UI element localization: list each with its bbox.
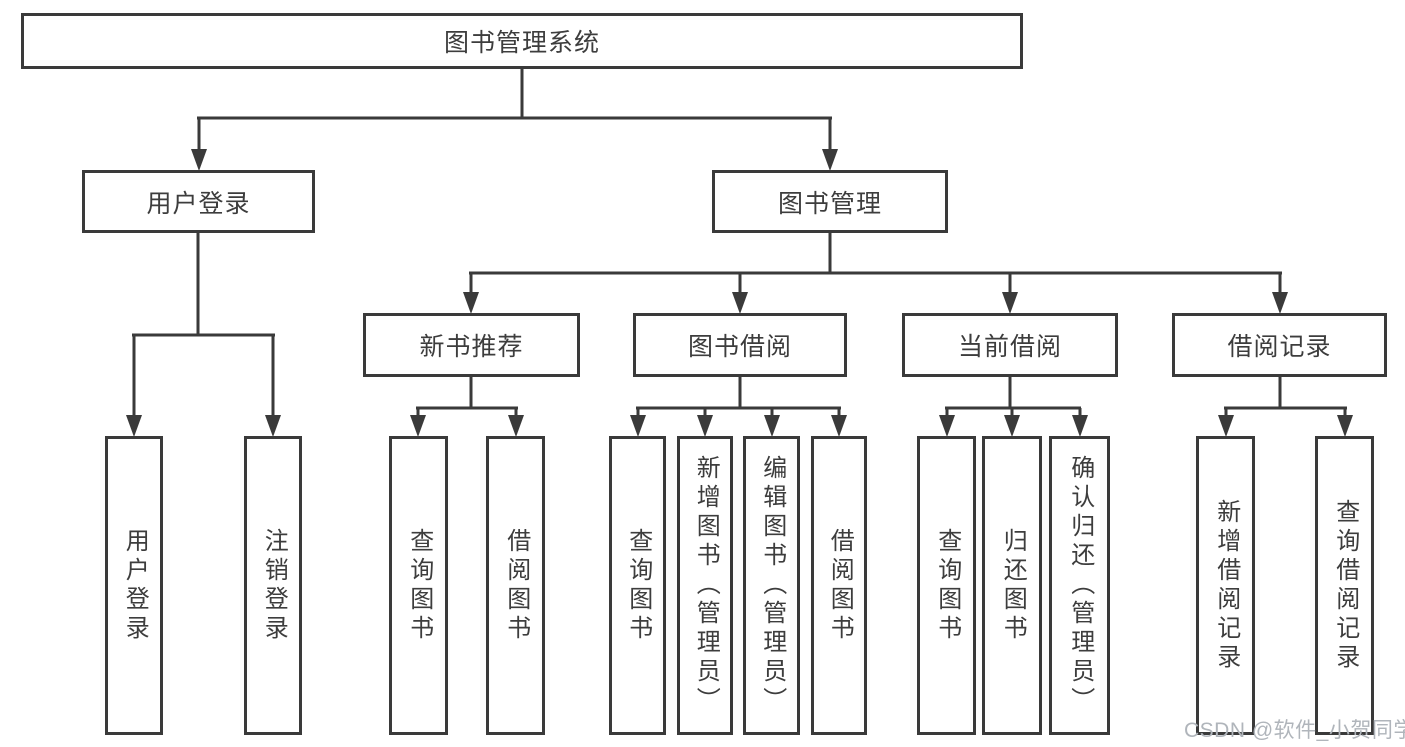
leaf-record-query-record: 查询借阅记录 [1315, 436, 1374, 735]
leaf-label: 查询图书 [624, 527, 652, 644]
connector-book-management-to-level3 [463, 233, 1288, 314]
connector-borrowing-records-to-leaves [1218, 377, 1353, 437]
leaf-label: 用户登录 [121, 527, 149, 644]
leaf-label: 借阅图书 [502, 527, 530, 644]
leaf-label: 新增图书（管理员） [692, 455, 720, 716]
leaf-borrow-borrow-book: 借阅图书 [811, 436, 867, 735]
connector-root-to-level2 [191, 69, 838, 171]
node-label: 图书借阅 [687, 333, 792, 361]
node-borrowing-records: 借阅记录 [1172, 313, 1387, 377]
leaf-record-add-record: 新增借阅记录 [1196, 436, 1255, 735]
leaf-label: 编辑图书（管理员） [758, 455, 786, 716]
leaf-recommend-query-book: 查询图书 [389, 436, 448, 735]
connector-book-borrowing-to-leaves [630, 377, 847, 437]
node-book-management: 图书管理 [712, 170, 948, 233]
leaf-recommend-borrow-book: 借阅图书 [486, 436, 545, 735]
node-label: 图书管理 [777, 189, 882, 218]
leaf-current-return-book: 归还图书 [982, 436, 1042, 735]
leaf-label: 查询图书 [405, 527, 433, 644]
node-library-system: 图书管理系统 [21, 13, 1023, 69]
leaf-label: 新增借阅记录 [1212, 498, 1240, 673]
leaf-current-confirm-return-admin: 确认归还（管理员） [1049, 436, 1110, 735]
csdn-watermark: CSDN @软件_小贺同学 [1184, 719, 1405, 742]
leaf-user-login: 用户登录 [105, 436, 163, 735]
node-label: 用户登录 [146, 189, 251, 218]
node-label: 当前借阅 [957, 333, 1062, 361]
leaf-label: 注销登录 [260, 527, 288, 644]
leaf-borrow-add-book-admin: 新增图书（管理员） [677, 436, 733, 735]
connector-user-login-to-leaves [126, 233, 281, 437]
connector-current-borrowing-to-leaves [939, 377, 1088, 437]
leaf-logout: 注销登录 [244, 436, 302, 735]
leaf-label: 借阅图书 [826, 527, 854, 644]
leaf-label: 查询图书 [933, 527, 961, 644]
node-current-borrowing: 当前借阅 [902, 313, 1118, 377]
leaf-label: 确认归还（管理员） [1066, 455, 1094, 716]
node-user-login: 用户登录 [82, 170, 315, 233]
leaf-borrow-edit-book-admin: 编辑图书（管理员） [743, 436, 800, 735]
node-label: 借阅记录 [1227, 333, 1332, 361]
connector-new-book-recommend-to-leaves [410, 377, 524, 437]
leaf-label: 查询借阅记录 [1331, 498, 1359, 673]
leaf-label: 归还图书 [999, 527, 1027, 644]
leaf-borrow-query-book: 查询图书 [609, 436, 666, 735]
leaf-current-query-book: 查询图书 [917, 436, 976, 735]
node-label: 新书推荐 [419, 333, 524, 361]
node-new-book-recommend: 新书推荐 [363, 313, 580, 377]
node-book-borrowing: 图书借阅 [633, 313, 847, 377]
node-label: 图书管理系统 [443, 29, 600, 57]
